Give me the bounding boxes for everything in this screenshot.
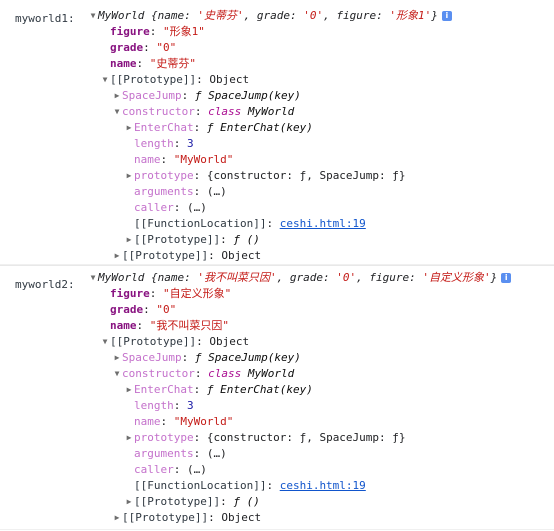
prop-name: name: "我不叫菜只因" xyxy=(110,319,229,332)
prop-name: name: "史蒂芬" xyxy=(110,57,196,70)
prop-caller[interactable]: caller: (…) xyxy=(134,463,207,476)
collapsed-triangle-icon[interactable]: ▶ xyxy=(114,513,120,522)
prop-prototype[interactable]: ▶prototype: {constructor: ƒ, SpaceJump: … xyxy=(124,168,406,184)
source-link[interactable]: ceshi.html:19 xyxy=(279,217,366,230)
source-link[interactable]: ceshi.html:19 xyxy=(279,479,366,492)
prop-length: length: 3 xyxy=(134,137,194,150)
prop-grade: grade: "0" xyxy=(110,41,177,54)
info-icon[interactable]: i xyxy=(501,273,512,283)
collapsed-triangle-icon[interactable]: ▶ xyxy=(126,235,132,244)
prop-class-name: name: "MyWorld" xyxy=(134,153,234,166)
collapsed-triangle-icon[interactable]: ▶ xyxy=(126,385,132,394)
prop-enterchat[interactable]: ▶EnterChat: ƒ EnterChat(key) xyxy=(124,382,313,398)
prop-length: length: 3 xyxy=(134,399,194,412)
expanded-triangle-icon[interactable]: ▼ xyxy=(102,75,108,84)
prop-function-location: [[FunctionLocation]]: ceshi.html:19 xyxy=(134,217,366,230)
log-label: myworld2: xyxy=(15,278,75,291)
prop-caller[interactable]: caller: (…) xyxy=(134,201,207,214)
prop-function-location: [[FunctionLocation]]: ceshi.html:19 xyxy=(134,479,366,492)
prop-outer-prototype[interactable]: ▶[[Prototype]]: Object xyxy=(112,248,262,264)
expanded-triangle-icon[interactable]: ▼ xyxy=(90,273,96,282)
expanded-triangle-icon[interactable]: ▼ xyxy=(114,369,120,378)
prop-prototype[interactable]: ▶prototype: {constructor: ƒ, SpaceJump: … xyxy=(124,430,406,446)
prop-figure: figure: "形象1" xyxy=(110,25,205,38)
prop-spacejump[interactable]: ▶SpaceJump: ƒ SpaceJump(key) xyxy=(112,350,301,366)
prototype-row[interactable]: ▼[[Prototype]]: Object xyxy=(100,334,250,350)
collapsed-triangle-icon[interactable]: ▶ xyxy=(126,171,132,180)
info-icon[interactable]: i xyxy=(441,11,452,21)
log-label: myworld1: xyxy=(15,12,75,25)
prop-arguments[interactable]: arguments: (…) xyxy=(134,447,227,460)
object-summary-row[interactable]: ▼MyWorld {name: '史蒂芬', grade: '0', figur… xyxy=(88,8,452,24)
expanded-triangle-icon[interactable]: ▼ xyxy=(90,11,96,20)
object-summary-row[interactable]: ▼MyWorld {name: '我不叫菜只因', grade: '0', fi… xyxy=(88,270,512,286)
console-entry-myworld1: myworld1: ▼MyWorld {name: '史蒂芬', grade: … xyxy=(0,0,554,265)
prop-inner-prototype[interactable]: ▶[[Prototype]]: ƒ () xyxy=(124,494,260,510)
collapsed-triangle-icon[interactable]: ▶ xyxy=(126,433,132,442)
prop-figure: figure: "自定义形象" xyxy=(110,287,232,300)
prop-spacejump[interactable]: ▶SpaceJump: ƒ SpaceJump(key) xyxy=(112,88,301,104)
prop-inner-prototype[interactable]: ▶[[Prototype]]: ƒ () xyxy=(124,232,260,248)
prop-arguments[interactable]: arguments: (…) xyxy=(134,185,227,198)
collapsed-triangle-icon[interactable]: ▶ xyxy=(126,123,132,132)
expanded-triangle-icon[interactable]: ▼ xyxy=(102,337,108,346)
prop-class-name: name: "MyWorld" xyxy=(134,415,234,428)
prop-constructor[interactable]: ▼constructor: class MyWorld xyxy=(112,104,295,120)
prop-grade: grade: "0" xyxy=(110,303,177,316)
console-entry-myworld2: myworld2: ▼MyWorld {name: '我不叫菜只因', grad… xyxy=(0,265,554,530)
prop-outer-prototype[interactable]: ▶[[Prototype]]: Object xyxy=(112,510,262,526)
expanded-triangle-icon[interactable]: ▼ xyxy=(114,107,120,116)
prototype-row[interactable]: ▼[[Prototype]]: Object xyxy=(100,72,250,88)
collapsed-triangle-icon[interactable]: ▶ xyxy=(114,91,120,100)
prop-constructor[interactable]: ▼constructor: class MyWorld xyxy=(112,366,295,382)
collapsed-triangle-icon[interactable]: ▶ xyxy=(114,353,120,362)
prop-enterchat[interactable]: ▶EnterChat: ƒ EnterChat(key) xyxy=(124,120,313,136)
collapsed-triangle-icon[interactable]: ▶ xyxy=(126,497,132,506)
collapsed-triangle-icon[interactable]: ▶ xyxy=(114,251,120,260)
